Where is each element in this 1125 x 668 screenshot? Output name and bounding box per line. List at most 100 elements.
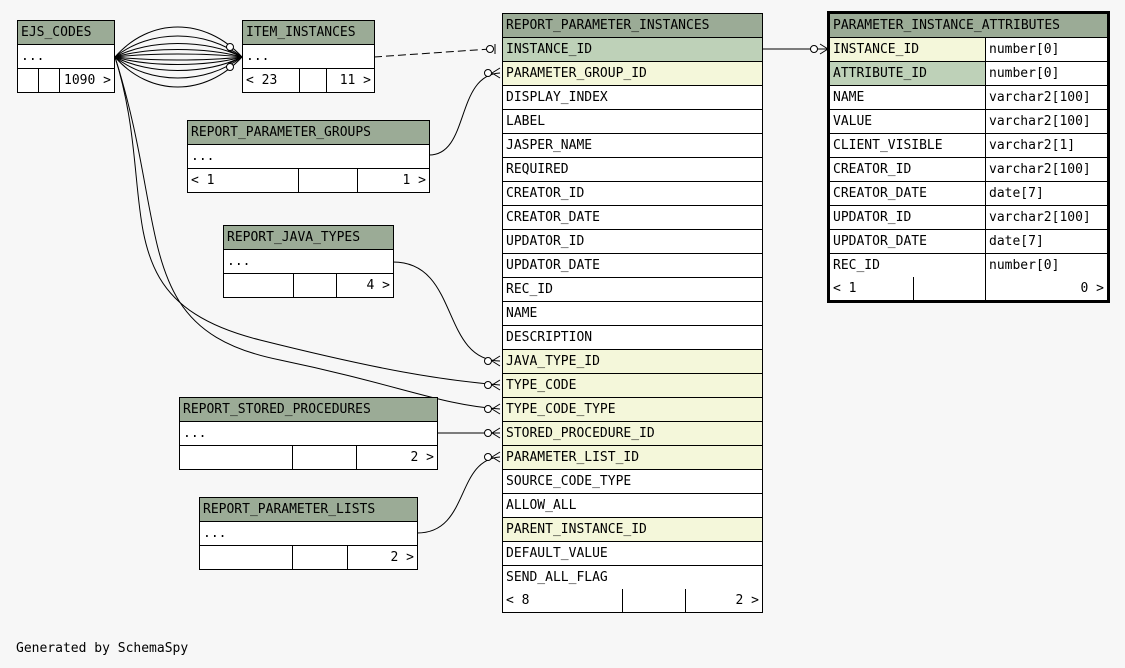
- column-name: CLIENT_VISIBLE: [833, 138, 943, 153]
- column-row[interactable]: UPDATOR_ID: [503, 230, 762, 254]
- column-row[interactable]: JASPER_NAME: [503, 134, 762, 158]
- column-type: date[7]: [985, 230, 1107, 253]
- table-report-java-types[interactable]: REPORT_JAVA_TYPES ... 4 >: [223, 225, 394, 298]
- column-name: TYPE_CODE: [506, 378, 577, 393]
- column-name: REC_ID: [833, 258, 880, 273]
- column-name: PARAMETER_LIST_ID: [506, 450, 640, 465]
- column-row[interactable]: DEFAULT_VALUE: [503, 542, 762, 566]
- footer-columns: [38, 69, 59, 92]
- edge-ejs-item-5: [114, 56, 243, 61]
- column-row[interactable]: TYPE_CODE_TYPE: [503, 398, 762, 422]
- edge-groups-rpi: [428, 72, 501, 156]
- column-name: CREATOR_ID: [506, 186, 585, 201]
- table-title: ITEM_INSTANCES: [246, 25, 356, 40]
- column-type: varchar2[100]: [985, 158, 1107, 181]
- column-name: NAME: [833, 90, 865, 105]
- table-ellipsis: ...: [183, 426, 207, 441]
- edge-lists-rpi-optional-marker: [484, 453, 492, 461]
- column-type: date[7]: [985, 182, 1107, 205]
- footer-parents: < 1: [833, 281, 857, 296]
- edge-java-rpi: [392, 261, 501, 362]
- footer-children: 0 >: [985, 277, 1107, 300]
- column-name: SEND_ALL_FLAG: [506, 570, 608, 585]
- table-ellipsis: ...: [21, 49, 45, 64]
- column-name: ATTRIBUTE_ID: [830, 62, 985, 85]
- column-row[interactable]: DISPLAY_INDEX: [503, 86, 762, 110]
- table-footer: < 23 11 >: [243, 69, 374, 92]
- column-row[interactable]: NAME: [503, 302, 762, 326]
- column-name: NAME: [506, 306, 538, 321]
- table-footer: 4 >: [224, 274, 393, 297]
- column-name: INSTANCE_ID: [506, 42, 593, 57]
- column-row[interactable]: SEND_ALL_FLAG: [503, 566, 762, 589]
- column-row[interactable]: CREATOR_DATE: [503, 206, 762, 230]
- footer-children: 2 >: [356, 446, 437, 469]
- column-row[interactable]: REC_ID: [503, 278, 762, 302]
- column-name: INSTANCE_ID: [830, 38, 985, 61]
- edge-ejs-item-crowfoot: [227, 49, 243, 65]
- column-row[interactable]: TYPE_CODE: [503, 374, 762, 398]
- column-name: DISPLAY_INDEX: [506, 90, 608, 105]
- column-row[interactable]: STORED_PROCEDURE_ID: [503, 422, 762, 446]
- column-name: UPDATOR_DATE: [506, 258, 600, 273]
- column-row[interactable]: SOURCE_CODE_TYPE: [503, 470, 762, 494]
- column-type: number[0]: [985, 254, 1107, 277]
- table-item-instances[interactable]: ITEM_INSTANCES ... < 23 11 >: [242, 20, 375, 93]
- table-report-parameter-groups[interactable]: REPORT_PARAMETER_GROUPS ... < 1 1 >: [187, 120, 430, 193]
- column-row[interactable]: JAVA_TYPE_ID: [503, 350, 762, 374]
- table-ejs-codes[interactable]: EJS_CODES ... 1090 >: [17, 20, 115, 93]
- footer-parents: [224, 274, 293, 297]
- edge-groups-rpi-crowfoot: [491, 67, 501, 79]
- column-name: PARAMETER_GROUP_ID: [506, 66, 647, 81]
- column-row[interactable]: CREATOR_ID: [503, 182, 762, 206]
- footer-parents: < 1: [191, 173, 215, 188]
- table-report-stored-procedures[interactable]: REPORT_STORED_PROCEDURES ... 2 >: [179, 397, 438, 470]
- column-row[interactable]: ALLOW_ALL: [503, 494, 762, 518]
- column-row[interactable]: LABEL: [503, 110, 762, 134]
- table-report-parameter-lists[interactable]: REPORT_PARAMETER_LISTS ... 2 >: [199, 497, 418, 570]
- column-row[interactable]: PARAMETER_GROUP_ID: [503, 62, 762, 86]
- edge-ejs-item-marker: [226, 63, 234, 71]
- footer-columns: [298, 169, 357, 192]
- table-title: PARAMETER_INSTANCE_ATTRIBUTES: [833, 18, 1060, 33]
- column-name: REQUIRED: [506, 162, 569, 177]
- table-parameter-instance-attributes[interactable]: PARAMETER_INSTANCE_ATTRIBUTES INSTANCE_I…: [827, 11, 1110, 303]
- edge-rpi-pia-crowfoot: [819, 43, 829, 55]
- edge-item-rpi: [373, 48, 491, 58]
- edge-lists-rpi-crowfoot: [491, 451, 501, 463]
- edge-groups-rpi-optional-marker: [484, 69, 492, 77]
- column-row[interactable]: INSTANCE_ID: [503, 38, 762, 62]
- column-row[interactable]: UPDATOR_DATE: [503, 254, 762, 278]
- column-type: varchar2[100]: [985, 110, 1107, 133]
- column-row[interactable]: REC_ID number[0]: [830, 254, 1107, 277]
- column-type: varchar2[100]: [985, 86, 1107, 109]
- column-name: UPDATOR_ID: [506, 234, 585, 249]
- column-name: CREATOR_DATE: [506, 210, 600, 225]
- footer-children: 2 >: [685, 589, 762, 612]
- footer-parents: < 8: [506, 593, 530, 608]
- footer-parents: [180, 446, 292, 469]
- edge-ejs-item-3: [114, 49, 243, 58]
- column-name: UPDATOR_DATE: [833, 234, 927, 249]
- column-row[interactable]: NAME varchar2[100]: [830, 86, 1107, 110]
- edge-java-rpi-crowfoot: [491, 355, 501, 367]
- edge-ejs-typecodetype-crowfoot: [491, 403, 501, 415]
- column-row[interactable]: DESCRIPTION: [503, 326, 762, 350]
- column-name: DESCRIPTION: [506, 330, 593, 345]
- column-row[interactable]: UPDATOR_DATE date[7]: [830, 230, 1107, 254]
- edge-rpi-pia-marker: [810, 45, 818, 53]
- column-row[interactable]: PARENT_INSTANCE_ID: [503, 518, 762, 542]
- edge-ejs-typecode: [114, 56, 501, 386]
- column-row[interactable]: PARAMETER_LIST_ID: [503, 446, 762, 470]
- column-row[interactable]: REQUIRED: [503, 158, 762, 182]
- column-name: DEFAULT_VALUE: [506, 546, 608, 561]
